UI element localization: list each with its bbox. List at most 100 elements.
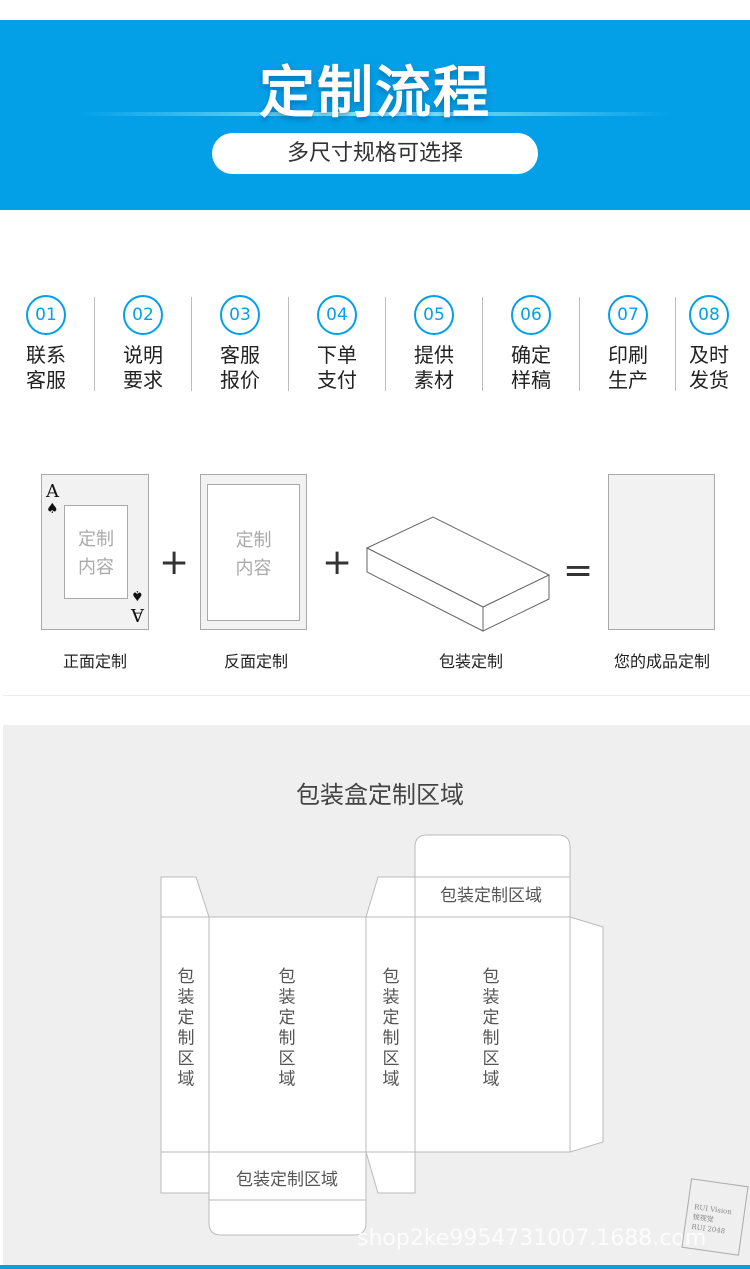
step-label-line: 要求 bbox=[123, 368, 163, 392]
vertical-area-label: 制 bbox=[178, 1029, 195, 1049]
vertical-area-label: 包 bbox=[483, 967, 500, 987]
inner-text: 内容 bbox=[78, 557, 114, 578]
step-08: 08 及时发货 bbox=[674, 295, 744, 393]
step-label-line: 素材 bbox=[414, 368, 454, 392]
step-label-line: 及时 bbox=[689, 343, 729, 367]
vertical-area-label: 区 bbox=[383, 1049, 400, 1069]
card-rank-top: A bbox=[46, 481, 59, 502]
result-label: 您的成品定制 bbox=[613, 652, 710, 671]
area-label: 包装定制区域 bbox=[440, 886, 542, 906]
vertical-area-label: 制 bbox=[279, 1029, 296, 1049]
card-inner-area: 定制内容 bbox=[207, 484, 300, 621]
step-05: 05 提供素材 bbox=[399, 295, 469, 393]
step-label-line: 客服 bbox=[26, 368, 66, 392]
step-label: 下单支付 bbox=[302, 343, 372, 393]
step-label-line: 说明 bbox=[123, 343, 163, 367]
step-02: 02 说明要求 bbox=[108, 295, 178, 393]
step-label: 说明要求 bbox=[108, 343, 178, 393]
area-label: 包装定制区域 bbox=[236, 1170, 338, 1190]
vertical-area-label: 装 bbox=[279, 988, 296, 1008]
step-number: 08 bbox=[689, 295, 729, 335]
vertical-area-label: 区 bbox=[483, 1049, 500, 1069]
divider bbox=[3, 695, 750, 696]
step-label: 联系客服 bbox=[11, 343, 81, 393]
front-label: 正面定制 bbox=[62, 652, 127, 671]
result-card bbox=[608, 474, 715, 630]
bottom-line bbox=[0, 1265, 750, 1269]
page-title: 定制流程 bbox=[259, 61, 491, 126]
vertical-area-label: 域 bbox=[383, 1070, 400, 1090]
step-divider bbox=[675, 297, 676, 391]
step-07: 07 印刷生产 bbox=[593, 295, 663, 393]
vertical-area-label: 制 bbox=[383, 1029, 400, 1049]
box-label: 包装定制 bbox=[438, 652, 503, 671]
step-label: 提供素材 bbox=[399, 343, 469, 393]
step-01: 01 联系客服 bbox=[11, 295, 81, 393]
vertical-area-label: 区 bbox=[279, 1049, 296, 1069]
inner-text: 定制 bbox=[78, 529, 114, 550]
step-06: 06 确定样稿 bbox=[496, 295, 566, 393]
step-label-line: 发货 bbox=[689, 368, 729, 392]
equals-sign: = bbox=[563, 550, 594, 591]
vertical-area-label: 域 bbox=[279, 1070, 296, 1090]
step-label-line: 生产 bbox=[608, 368, 648, 392]
plus-sign: + bbox=[159, 542, 190, 583]
step-number: 04 bbox=[317, 295, 357, 335]
front-card: A ♠ 定制内容 ♠ A bbox=[41, 474, 149, 630]
step-label-line: 报价 bbox=[220, 368, 260, 392]
dieline-title: 包装盒定制区域 bbox=[296, 781, 464, 809]
vertical-area-label: 包 bbox=[279, 967, 296, 987]
inner-text: 内容 bbox=[235, 558, 272, 579]
vertical-area-label: 包 bbox=[178, 967, 195, 987]
step-label-line: 提供 bbox=[414, 343, 454, 367]
vertical-area-label: 装 bbox=[383, 988, 400, 1008]
step-divider bbox=[288, 297, 289, 391]
vertical-area-label: 定 bbox=[383, 1008, 400, 1028]
vertical-area-label: 区 bbox=[178, 1049, 195, 1069]
step-number: 07 bbox=[608, 295, 648, 335]
step-divider bbox=[385, 297, 386, 391]
plus-sign: + bbox=[322, 542, 353, 583]
vertical-area-label: 包 bbox=[383, 967, 400, 987]
step-number: 03 bbox=[220, 295, 260, 335]
step-03: 03 客服报价 bbox=[205, 295, 275, 393]
glow-line bbox=[80, 112, 670, 116]
box-illustration bbox=[365, 516, 551, 632]
header-banner: 定制流程 多尺寸规格可选择 bbox=[0, 20, 750, 210]
vertical-area-label: 定 bbox=[483, 1008, 500, 1028]
vertical-area-label: 装 bbox=[178, 988, 195, 1008]
back-label: 反面定制 bbox=[223, 652, 288, 671]
step-04: 04 下单支付 bbox=[302, 295, 372, 393]
vertical-area-label: 装 bbox=[483, 988, 500, 1008]
step-divider bbox=[191, 297, 192, 391]
step-label-line: 印刷 bbox=[608, 343, 648, 367]
back-card: 定制内容 bbox=[200, 474, 307, 630]
step-label-line: 下单 bbox=[317, 343, 357, 367]
step-divider bbox=[94, 297, 95, 391]
spade-icon: ♠ bbox=[46, 501, 59, 517]
vertical-area-label: 域 bbox=[178, 1070, 195, 1090]
vertical-area-label: 定 bbox=[178, 1008, 195, 1028]
step-label: 印刷生产 bbox=[593, 343, 663, 393]
step-label: 及时发货 bbox=[674, 343, 744, 393]
step-number: 05 bbox=[414, 295, 454, 335]
step-label-line: 联系 bbox=[26, 343, 66, 367]
step-number: 02 bbox=[123, 295, 163, 335]
step-number: 01 bbox=[26, 295, 66, 335]
vertical-area-label: 域 bbox=[483, 1070, 500, 1090]
inner-text: 定制 bbox=[235, 530, 272, 551]
step-number: 06 bbox=[511, 295, 551, 335]
step-divider bbox=[482, 297, 483, 391]
vertical-area-label: 定 bbox=[279, 1008, 296, 1028]
card-inner-area: 定制内容 bbox=[64, 505, 128, 599]
step-label-line: 样稿 bbox=[511, 368, 551, 392]
step-label-line: 支付 bbox=[317, 368, 357, 392]
watermark-url: shop2ke9954731007.1688.com bbox=[357, 1226, 707, 1251]
step-divider bbox=[579, 297, 580, 391]
step-label-line: 确定 bbox=[511, 343, 551, 367]
step-label: 确定样稿 bbox=[496, 343, 566, 393]
subtitle-pill: 多尺寸规格可选择 bbox=[212, 133, 538, 174]
step-label-line: 客服 bbox=[220, 343, 260, 367]
vertical-area-label: 制 bbox=[483, 1029, 500, 1049]
